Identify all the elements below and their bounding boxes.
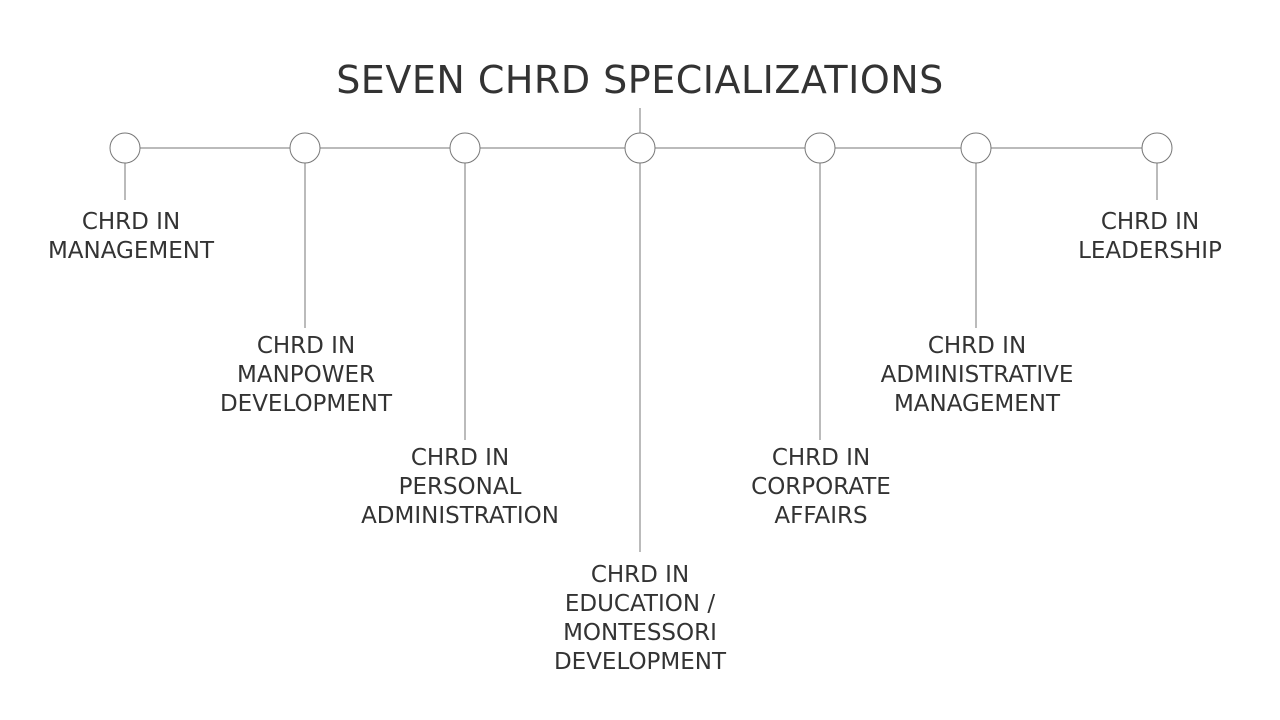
timeline-node-circle xyxy=(1141,132,1173,164)
node-label: CHRD IN MANAGEMENT xyxy=(48,208,214,266)
node-label-line: CHRD IN xyxy=(81,209,181,235)
node-label-line: MANPOWER xyxy=(236,362,376,388)
timeline-node-circle xyxy=(960,132,992,164)
node-label-line: MANAGEMENT xyxy=(893,391,1061,417)
node-label-line: CORPORATE xyxy=(751,474,891,500)
node-label-line: CHRD IN xyxy=(927,333,1027,359)
timeline-node-circle xyxy=(109,132,141,164)
node-label-line: ADMINISTRATIVE xyxy=(880,362,1074,388)
node-label-line: CHRD IN xyxy=(1100,209,1200,235)
node-label: CHRD IN PERSONAL ADMINISTRATION xyxy=(361,444,559,531)
node-label-line: EDUCATION / xyxy=(564,591,716,617)
node-label-line: CHRD IN xyxy=(410,445,510,471)
diagram-title: SEVEN CHRD SPECIALIZATIONS xyxy=(336,58,944,102)
node-label-line: ADMINISTRATION xyxy=(361,503,559,529)
node-label-line: PERSONAL xyxy=(398,474,522,500)
node-label-line: CHRD IN xyxy=(256,333,356,359)
node-label-line: DEVELOPMENT xyxy=(553,649,727,675)
node-layer xyxy=(109,132,1173,552)
node-label: CHRD IN ADMINISTRATIVE MANAGEMENT xyxy=(881,332,1074,419)
node-label: CHRD IN EDUCATION / MONTESSORI DEVELOPMENT xyxy=(554,561,726,677)
node-label-line: MONTESSORI xyxy=(563,620,717,646)
node-label-line: AFFAIRS xyxy=(774,503,868,529)
node-label: CHRD IN CORPORATE AFFAIRS xyxy=(751,444,891,531)
node-label-line: MANAGEMENT xyxy=(47,238,215,264)
node-label-line: LEADERSHIP xyxy=(1078,238,1222,264)
timeline-node-circle xyxy=(449,132,481,164)
timeline-node-circle xyxy=(804,132,836,164)
node-label: CHRD IN MANPOWER DEVELOPMENT xyxy=(220,332,392,419)
node-label-line: CHRD IN xyxy=(590,562,690,588)
timeline-node-circle xyxy=(624,132,656,164)
node-label-line: CHRD IN xyxy=(771,445,871,471)
node-label: CHRD IN LEADERSHIP xyxy=(1078,208,1222,266)
node-label-line: DEVELOPMENT xyxy=(219,391,393,417)
timeline-node-circle xyxy=(289,132,321,164)
